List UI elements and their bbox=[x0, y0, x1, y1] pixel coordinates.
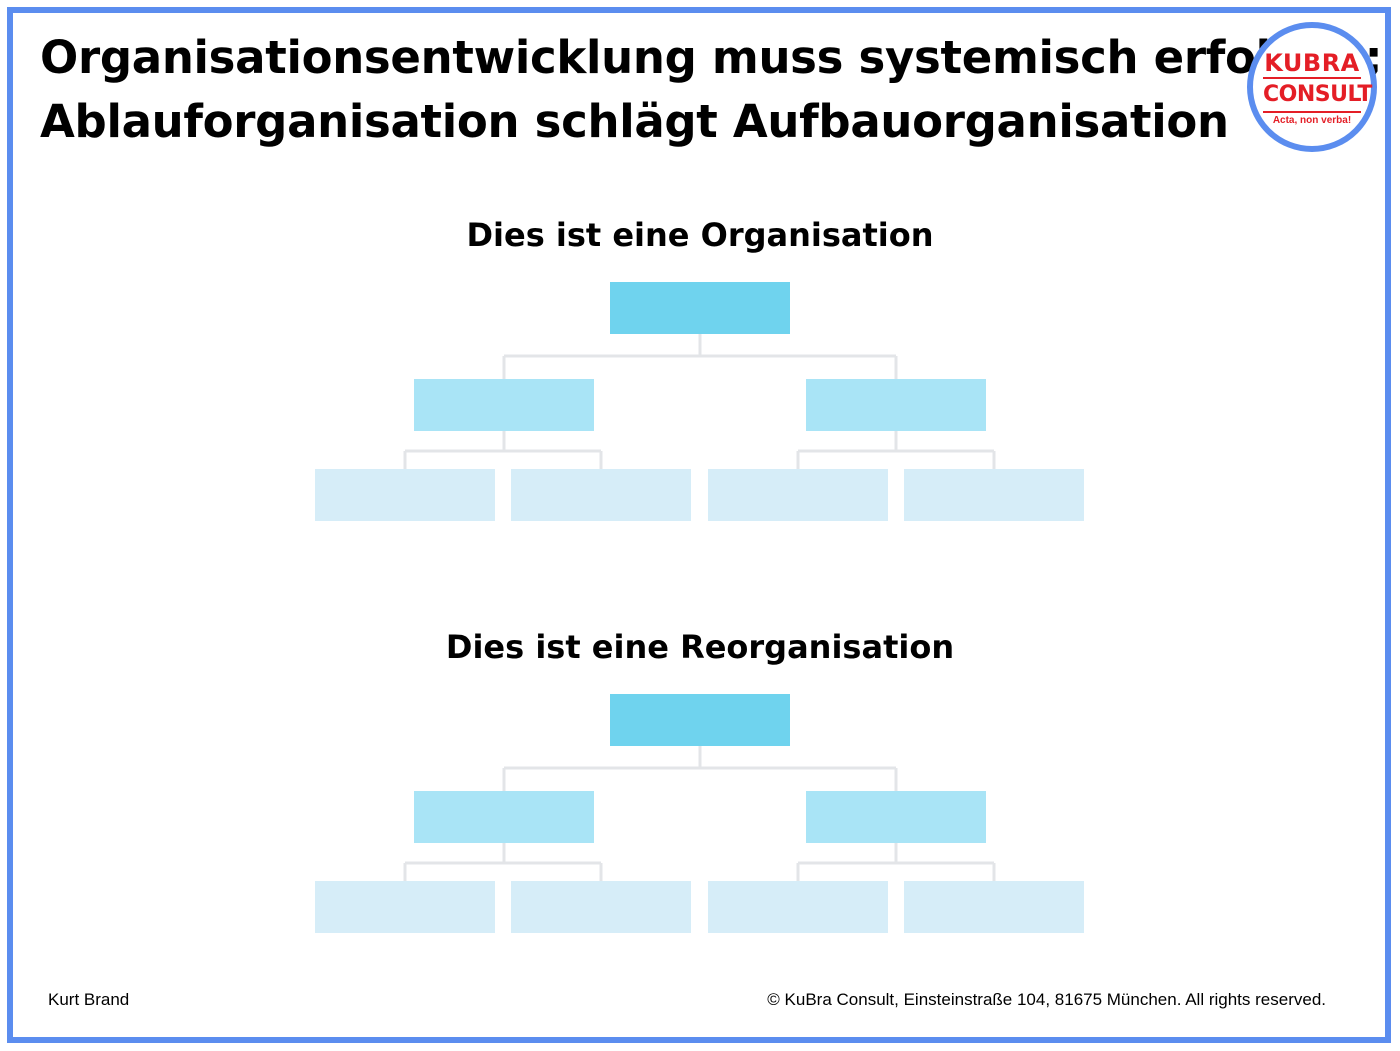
organisation-leaf-box-3 bbox=[708, 469, 888, 521]
organisation-leaf-box-4 bbox=[904, 469, 1084, 521]
reorganisation-top-box bbox=[610, 694, 790, 746]
reorganisation-leaf-box-2 bbox=[511, 881, 691, 933]
title-line-1: Organisationsentwicklung muss systemisch… bbox=[40, 31, 1383, 84]
footer-author: Kurt Brand bbox=[48, 990, 130, 1009]
kubra-consult-logo: KUBRA CONSULT Acta, non verba! bbox=[1247, 22, 1377, 152]
reorganisation-mid-box-1 bbox=[414, 791, 594, 843]
reorganisation-leaf-box-4 bbox=[904, 881, 1084, 933]
slide-frame bbox=[7, 7, 1391, 1043]
organisation-mid-box-1 bbox=[414, 379, 594, 431]
reorganisation-heading: Dies ist eine Reorganisation bbox=[445, 628, 955, 666]
reorganisation-leaf-box-3 bbox=[708, 881, 888, 933]
logo-line-1: KUBRA bbox=[1264, 49, 1360, 77]
reorganisation-mid-box-2 bbox=[806, 791, 986, 843]
logo-tagline: Acta, non verba! bbox=[1272, 115, 1352, 126]
slide-title: Organisationsentwicklung muss systemisch… bbox=[40, 26, 1383, 154]
footer-copyright: © KuBra Consult, Einsteinstraße 104, 816… bbox=[767, 990, 1326, 1009]
organisation-heading: Dies ist eine Organisation bbox=[466, 216, 934, 254]
organisation-chart bbox=[315, 282, 1084, 521]
organisation-mid-box-2 bbox=[806, 379, 986, 431]
organisation-top-box bbox=[610, 282, 790, 334]
organisation-leaf-box-2 bbox=[511, 469, 691, 521]
logo-line-2: CONSULT bbox=[1263, 77, 1372, 113]
title-line-2: Ablauforganisation schlägt Aufbauorganis… bbox=[40, 95, 1229, 148]
organisation-leaf-box-1 bbox=[315, 469, 495, 521]
reorganisation-leaf-box-1 bbox=[315, 881, 495, 933]
reorganisation-chart bbox=[315, 694, 1084, 933]
